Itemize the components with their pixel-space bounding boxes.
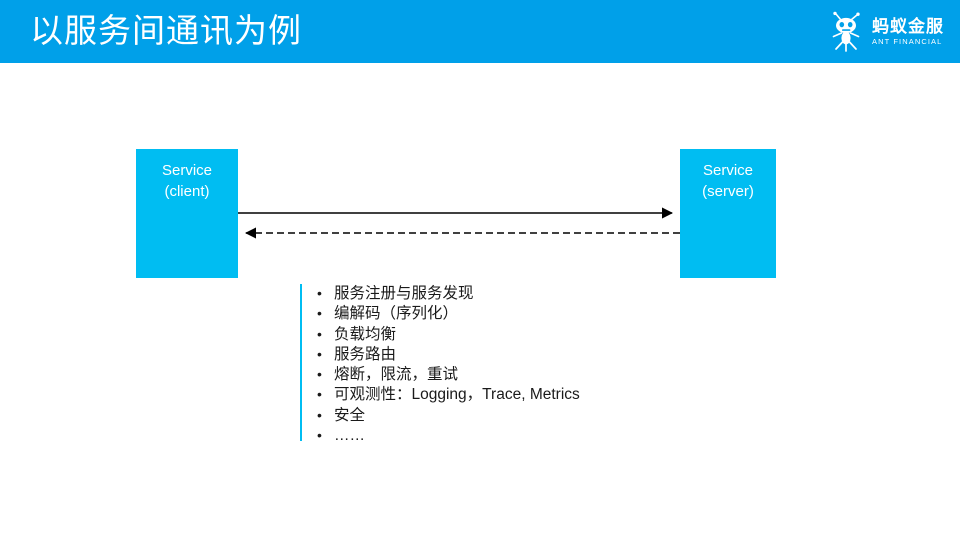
ant-mascot-icon [832,11,860,52]
list-item: 熔断，限流，重试 [302,364,720,385]
ant-financial-logo: 蚂蚁金服 ANT FINANCIAL [827,10,944,54]
header-bar [0,0,960,63]
service-client-label-line2: (client) [164,183,210,200]
service-client-box: Service (client) [136,149,238,278]
list-item: 可观测性：Logging，Trace, Metrics [302,384,720,405]
feature-bullet-list: 服务注册与服务发现 编解码（序列化） 负载均衡 服务路由 熔断，限流，重试 可观… [302,283,720,446]
service-server-label-line1: Service [702,162,754,179]
feature-bullet-panel: 服务注册与服务发现 编解码（序列化） 负载均衡 服务路由 熔断，限流，重试 可观… [300,283,720,446]
list-item: 服务注册与服务发现 [302,283,720,304]
logo-chinese-name: 蚂蚁金服 [872,17,944,37]
page-title: 以服务间通讯为例 [30,12,302,49]
service-server-label-line2: (server) [702,183,754,200]
list-item: 负载均衡 [302,324,720,345]
service-server-box: Service (server) [680,149,776,278]
list-item: 安全 [302,405,720,426]
list-item: 服务路由 [302,344,720,365]
list-item: 编解码（序列化） [302,303,720,324]
list-item: …… [302,425,720,446]
logo-text-block: 蚂蚁金服 ANT FINANCIAL [872,18,944,46]
logo-english-name: ANT FINANCIAL [872,37,943,47]
service-client-label-line1: Service [161,162,213,179]
